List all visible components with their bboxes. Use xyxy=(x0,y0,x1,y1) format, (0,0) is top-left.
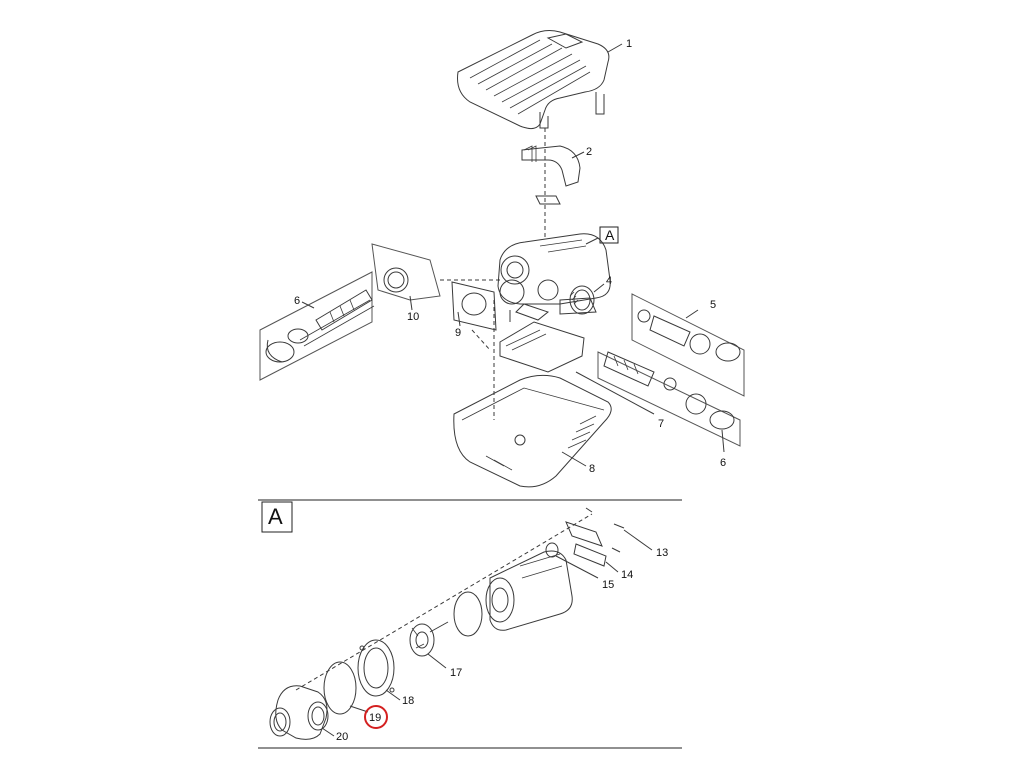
gasket-ring[interactable] xyxy=(453,591,483,637)
callout-19-highlighted[interactable]: 19 xyxy=(349,705,388,729)
part-8-base-housing[interactable] xyxy=(453,374,612,488)
part-7-mount-plate[interactable] xyxy=(499,303,585,373)
callout-17: 17 xyxy=(427,653,462,679)
callout-18: 18 xyxy=(385,689,414,707)
callout-6-right: 6 xyxy=(720,429,726,469)
callout-7: 7 xyxy=(575,371,664,430)
callout-A-top: A xyxy=(585,226,619,245)
part-2-bracket[interactable] xyxy=(521,145,581,205)
callout-15: 15 xyxy=(555,555,614,591)
callout-1: 1 xyxy=(607,38,632,53)
callout-20: 20 xyxy=(321,727,348,743)
label-6-left: 6 xyxy=(294,295,300,307)
callout-8: 8 xyxy=(561,451,595,475)
part-1-top-cover[interactable] xyxy=(457,30,610,130)
callout-6-left: 6 xyxy=(294,295,315,309)
part-19-o-ring[interactable] xyxy=(323,661,357,715)
part-17-impeller[interactable] xyxy=(409,621,449,657)
label-5: 5 xyxy=(710,299,716,311)
label-18: 18 xyxy=(402,695,414,707)
label-10: 10 xyxy=(407,311,419,323)
label-4: 4 xyxy=(606,275,612,287)
callout-14: 14 xyxy=(605,561,633,581)
label-9: 9 xyxy=(455,327,461,339)
part-4-connector[interactable] xyxy=(569,285,595,315)
callout-5: 5 xyxy=(685,299,716,319)
label-A-top: A xyxy=(605,227,615,243)
guide-left-2 xyxy=(471,329,491,351)
part-13-screws[interactable] xyxy=(565,507,625,547)
callout-10: 10 xyxy=(407,295,419,323)
label-6-right: 6 xyxy=(720,457,726,469)
part-5-right-hose-kit[interactable] xyxy=(631,293,745,397)
label-2: 2 xyxy=(586,146,592,158)
pump-housing-A[interactable] xyxy=(497,233,611,315)
callout-2: 2 xyxy=(571,146,592,159)
label-section-A: A xyxy=(268,504,283,529)
part-10-shroud[interactable] xyxy=(371,243,441,301)
label-8: 8 xyxy=(589,463,595,475)
part-14-clip[interactable] xyxy=(573,543,621,567)
label-13: 13 xyxy=(656,547,668,559)
label-20: 20 xyxy=(336,731,348,743)
part-6-right-hose-kit[interactable] xyxy=(597,351,741,447)
label-15: 15 xyxy=(602,579,614,591)
part-18-flange[interactable] xyxy=(357,639,395,697)
part-20-pump-head[interactable] xyxy=(269,685,329,740)
part-6-left-hose-kit[interactable] xyxy=(259,271,375,381)
label-19: 19 xyxy=(369,712,381,724)
part-9-plate[interactable] xyxy=(451,281,497,331)
callout-4: 4 xyxy=(593,275,612,293)
callout-9: 9 xyxy=(455,311,461,339)
callout-13: 13 xyxy=(623,529,668,559)
label-17: 17 xyxy=(450,667,462,679)
label-7: 7 xyxy=(658,418,664,430)
motor-unit[interactable] xyxy=(485,550,573,631)
part-15-nut[interactable] xyxy=(545,542,559,558)
label-1: 1 xyxy=(626,38,632,50)
label-14: 14 xyxy=(621,569,633,581)
section-A-header: A xyxy=(261,501,293,533)
assembly-axis-A xyxy=(295,513,593,691)
